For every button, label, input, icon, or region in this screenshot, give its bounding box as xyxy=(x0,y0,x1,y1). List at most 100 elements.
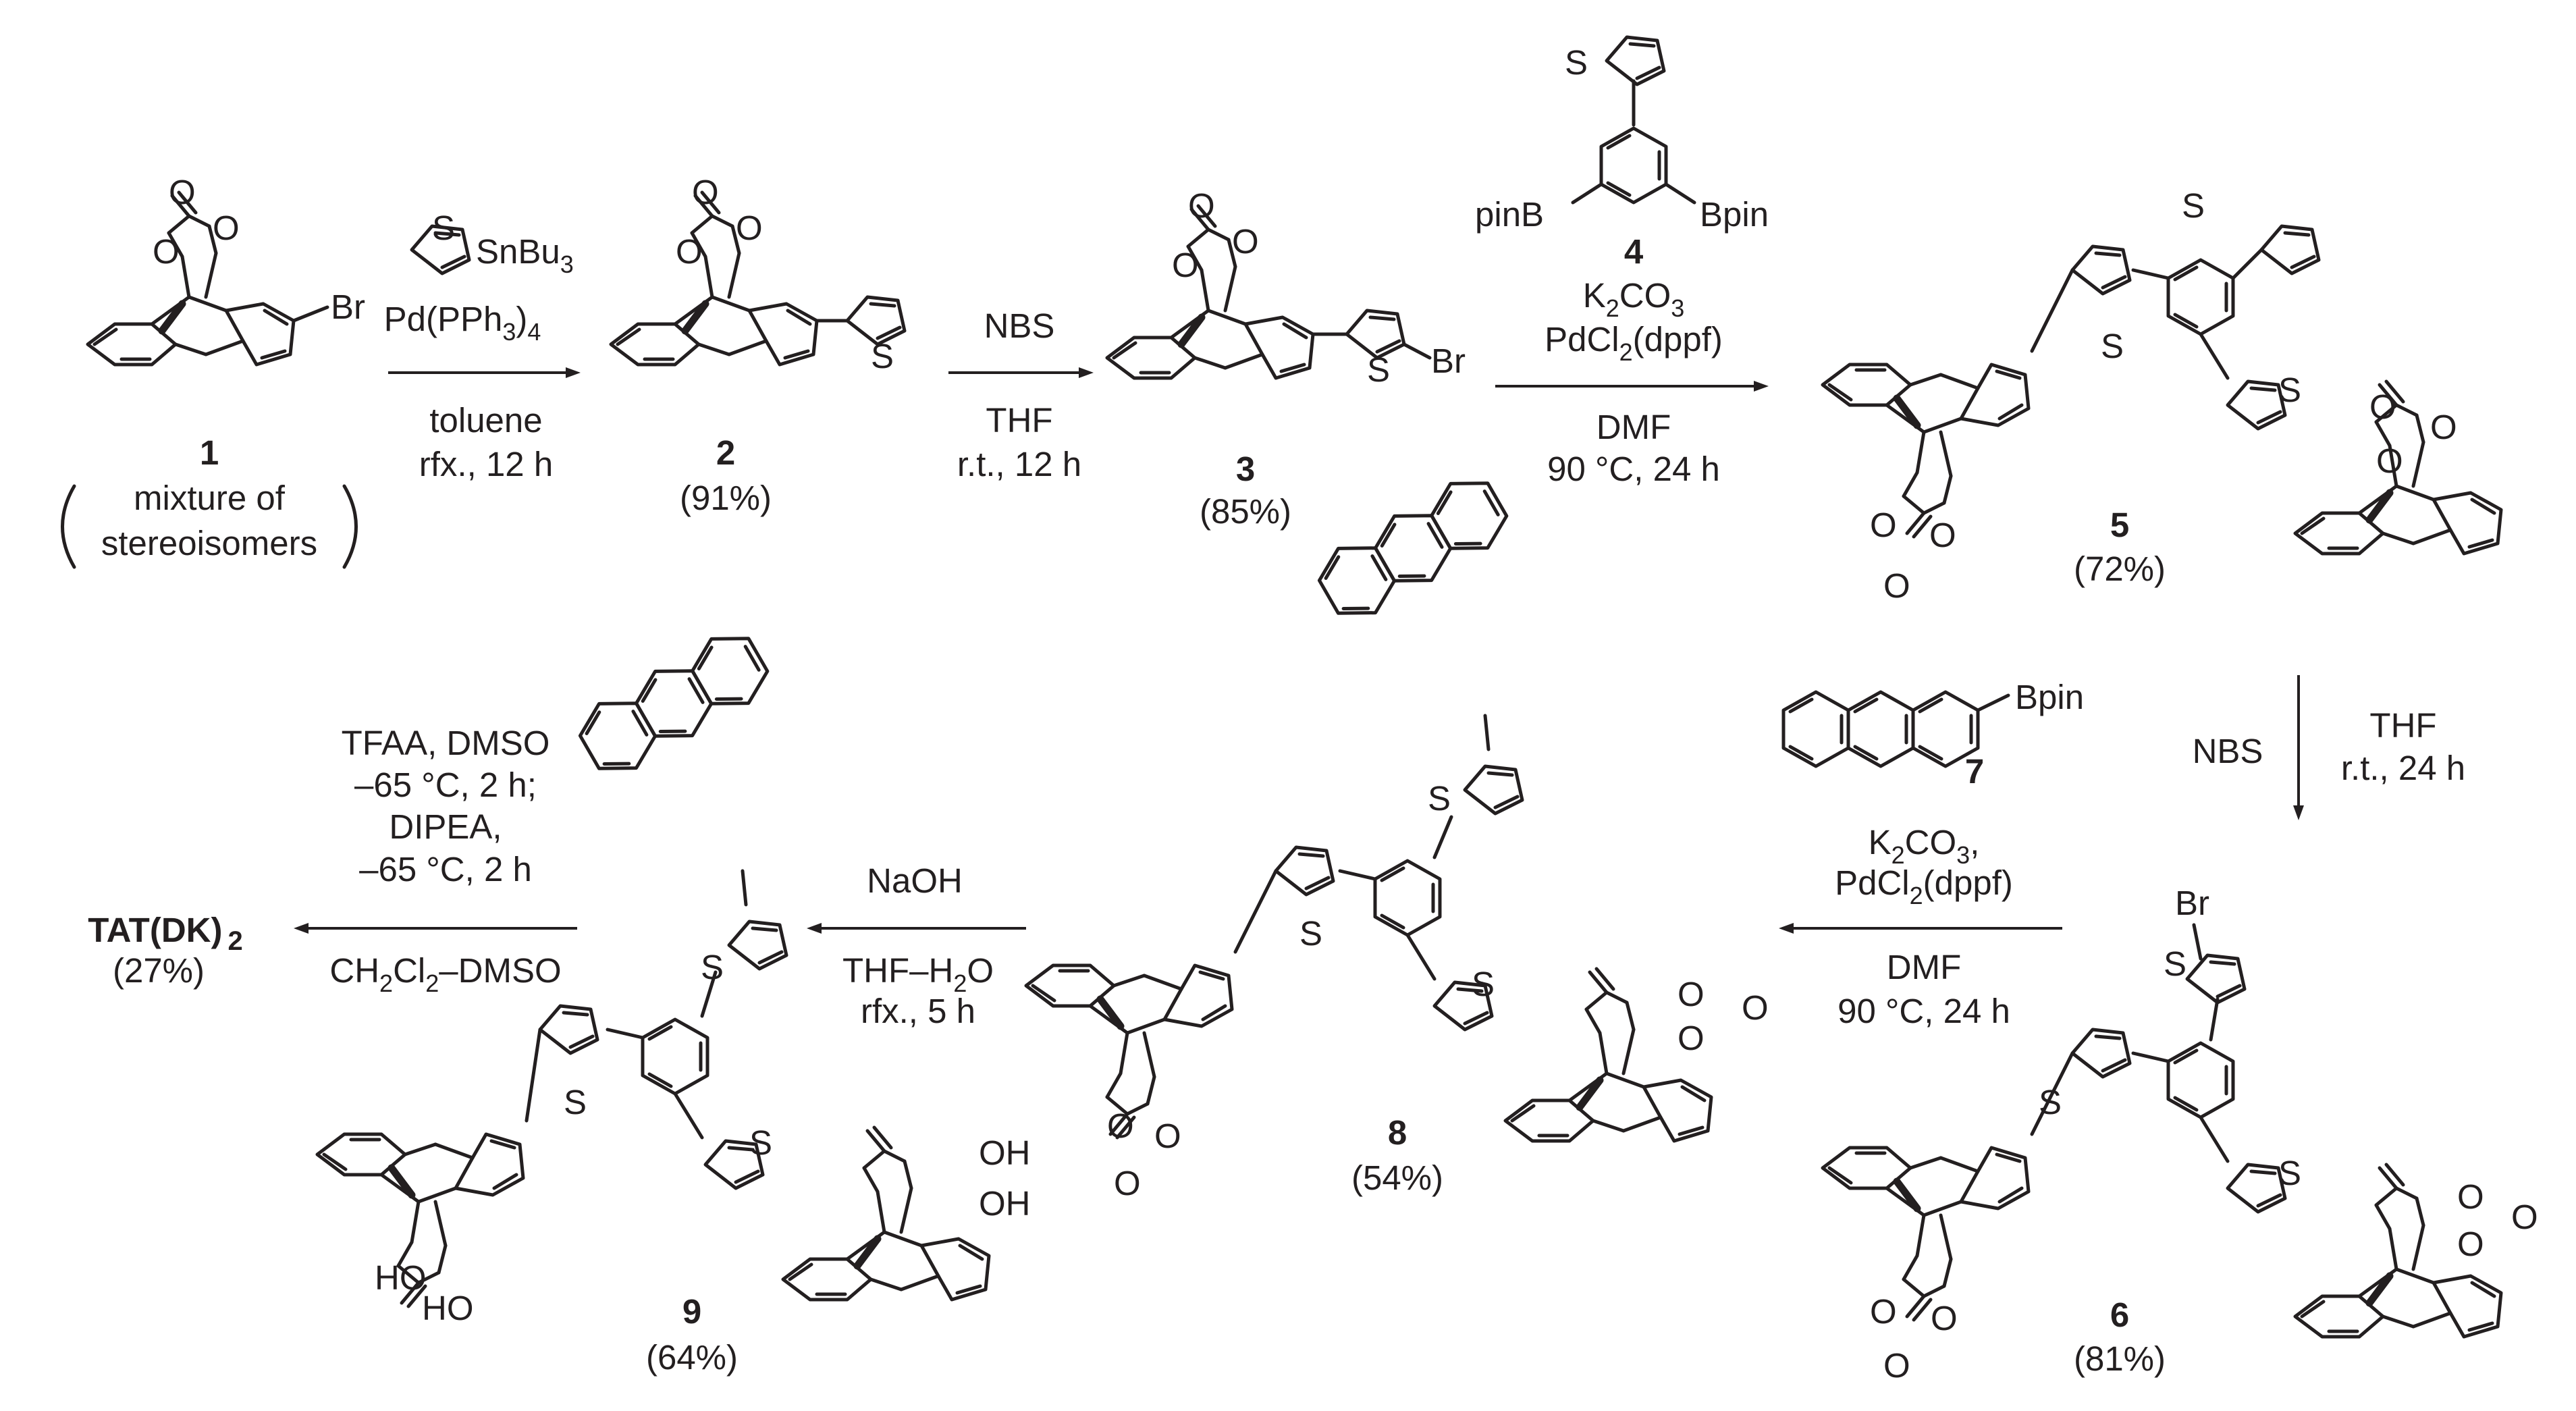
step-5-time: 90 °C, 24 h xyxy=(1837,992,2010,1030)
compound-1-number: 1 xyxy=(200,433,219,472)
step-6-reagent: NaOH xyxy=(867,861,963,900)
atom-br: Br xyxy=(331,288,365,326)
atom-s: S xyxy=(871,337,894,375)
atom-ho: HO xyxy=(375,1258,427,1297)
compound-1-structure: O O O Br xyxy=(88,173,365,365)
atom-s: S xyxy=(2164,944,2186,983)
step-7-reagent-line2: –65 °C, 2 h; xyxy=(354,766,537,804)
step-7-reagent-line4: –65 °C, 2 h xyxy=(359,850,532,888)
atom-o: O xyxy=(1883,1346,1910,1385)
compound-8-number: 8 xyxy=(1388,1113,1407,1152)
atom-s: S xyxy=(1472,965,1495,1003)
atom-o: O xyxy=(2369,388,2396,426)
compound-6-number: 6 xyxy=(2110,1296,2129,1334)
atom-o: O xyxy=(2457,1177,2484,1216)
atom-s: S xyxy=(1299,914,1322,953)
step-7-solvent: CH2Cl2–DMSO xyxy=(329,951,561,997)
product-name: TAT(DK)2 xyxy=(88,911,242,956)
step-3-base: K2CO3 xyxy=(1583,276,1685,322)
step-3-catalyst: PdCl2(dppf) xyxy=(1545,320,1723,366)
atom-oh: OH xyxy=(979,1134,1031,1172)
step-3: S pinB Bpin 4 K2CO3 PdCl2(dppf) DMF 90 °… xyxy=(1475,37,1769,488)
step-6-time: rfx., 5 h xyxy=(861,992,975,1030)
atom-o: O xyxy=(153,232,180,271)
step-4: NBS THF r.t., 24 h xyxy=(2193,675,2465,820)
compound-7-number: 7 xyxy=(1965,752,1984,791)
compound-6-yield: (81%) xyxy=(2074,1339,2166,1378)
compound-8-structure: S S S O O O O O O xyxy=(1026,467,1769,1202)
compound-1-note-line1: mixture of xyxy=(134,479,286,517)
step-2-solvent: THF xyxy=(986,401,1052,440)
compound-5-structure: S S S O O O O O O xyxy=(1823,186,2501,605)
compound-5-yield: (72%) xyxy=(2074,550,2166,588)
atom-o: O xyxy=(1172,246,1199,284)
step-1-time: rfx., 12 h xyxy=(419,445,553,483)
atom-o: O xyxy=(1870,1292,1897,1331)
compound-4-number: 4 xyxy=(1624,232,1644,271)
step-2: NBS THF r.t., 12 h xyxy=(948,307,1094,483)
atom-s: S xyxy=(432,209,455,247)
atom-o: O xyxy=(2457,1225,2484,1263)
step-1-catalyst: Pd(PPh3)4 xyxy=(384,300,541,346)
step-4-reagent: NBS xyxy=(2193,732,2263,770)
atom-o: O xyxy=(169,173,196,211)
atom-o: O xyxy=(1154,1117,1181,1155)
atom-o: O xyxy=(1929,516,1956,554)
atom-o: O xyxy=(736,209,763,247)
compound-4-pinB: pinB xyxy=(1475,195,1544,234)
step-4-solvent: THF xyxy=(2369,706,2436,745)
product-yield: (27%) xyxy=(113,951,205,990)
atom-br: Br xyxy=(2175,884,2209,922)
compound-2-number: 2 xyxy=(716,433,735,472)
step-5-solvent: DMF xyxy=(1887,948,1961,986)
compound-3-number: 3 xyxy=(1236,450,1255,488)
compound-9-yield: (64%) xyxy=(646,1338,738,1377)
atom-o: O xyxy=(1678,1019,1705,1057)
atom-o: O xyxy=(1931,1299,1958,1337)
atom-s: S xyxy=(2278,371,2301,409)
step-1: S SnBu3 Pd(PPh3)4 toluene rfx., 12 h xyxy=(384,209,581,483)
step-3-time: 90 °C, 24 h xyxy=(1547,450,1720,488)
atom-s: S xyxy=(2182,186,2205,225)
step-2-reagent: NBS xyxy=(984,307,1055,345)
atom-o: O xyxy=(2376,442,2403,480)
atom-o: O xyxy=(1114,1164,1141,1202)
compound-3-structure: O O O S Br xyxy=(1107,186,1466,389)
atom-o: O xyxy=(676,232,703,271)
atom-br: Br xyxy=(1431,342,1466,380)
compound-8-yield: (54%) xyxy=(1351,1159,1443,1197)
step-1-solvent: toluene xyxy=(429,401,542,440)
atom-o: O xyxy=(2511,1198,2538,1236)
atom-s: S xyxy=(1565,43,1588,82)
atom-o: O xyxy=(1678,975,1705,1013)
compound-6-structure: Br S S S O O O O O O xyxy=(1823,884,2538,1385)
step-5: Bpin 7 K2CO3, PdCl2(dppf) DMF 90 °C, 24 … xyxy=(1779,678,2084,1030)
compound-5-number: 5 xyxy=(2110,506,2129,544)
atom-oh: OH xyxy=(979,1184,1031,1223)
atom-o: O xyxy=(2430,408,2457,446)
step-7: TFAA, DMSO –65 °C, 2 h; DIPEA, –65 °C, 2… xyxy=(294,724,577,997)
atom-o: O xyxy=(1188,186,1215,225)
step-1-reagent: SnBu3 xyxy=(476,232,574,278)
atom-s: S xyxy=(2101,327,2124,365)
compound-4-bpin: Bpin xyxy=(1700,195,1769,234)
atom-o: O xyxy=(1232,222,1259,261)
compound-1-note-line2: stereoisomers xyxy=(101,524,317,562)
compound-2-yield: (91%) xyxy=(680,479,772,517)
atom-o: O xyxy=(1870,506,1897,544)
atom-o: O xyxy=(692,173,719,211)
compound-7-bpin: Bpin xyxy=(2015,678,2084,716)
step-5-base: K2CO3, xyxy=(1869,823,1980,869)
compound-7-structure xyxy=(1783,692,2010,766)
step-4-time: r.t., 24 h xyxy=(2341,749,2465,787)
step-7-reagent-line1: TFAA, DMSO xyxy=(342,724,550,762)
paren-left xyxy=(61,484,76,569)
step-6: NaOH THF–H2O rfx., 5 h xyxy=(807,861,1026,1030)
compound-9-structure: S S S HO HO OH OH xyxy=(317,622,1031,1327)
atom-s: S xyxy=(564,1083,587,1121)
atom-s: S xyxy=(2278,1154,2301,1192)
step-5-catalyst: PdCl2(dppf) xyxy=(1835,863,2013,909)
compound-2-structure: O O O S xyxy=(611,173,905,375)
